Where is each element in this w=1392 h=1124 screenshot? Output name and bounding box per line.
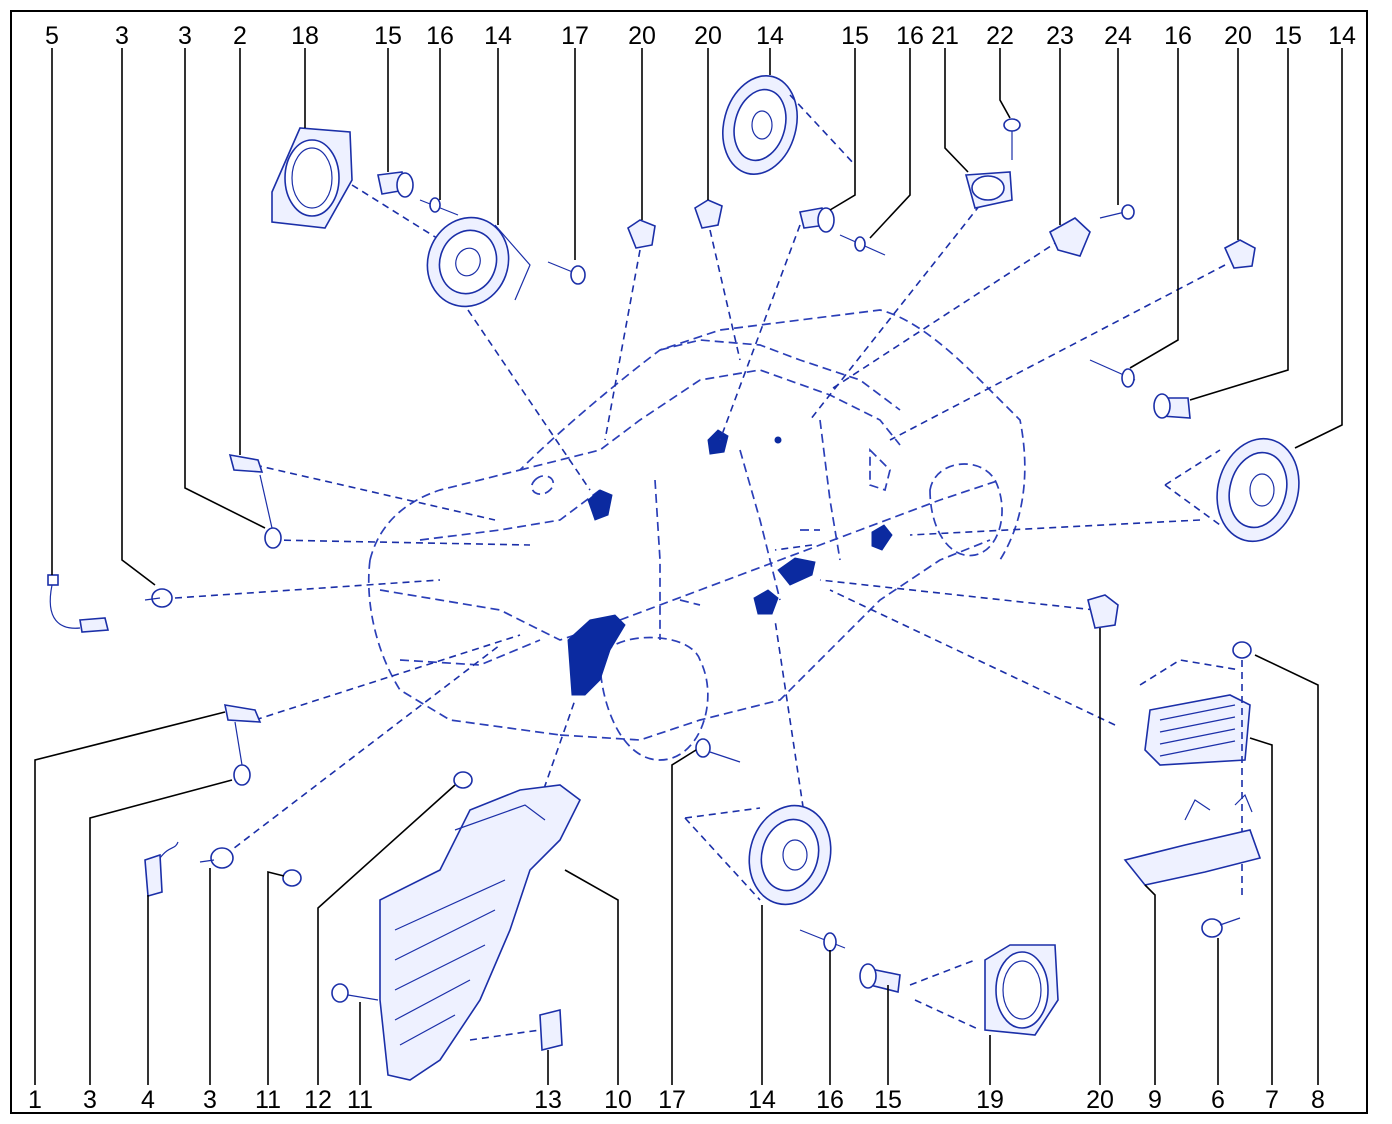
speaker-14-bottom [684, 804, 832, 906]
car-outline [367, 309, 1026, 761]
callout-number: 15 [374, 22, 402, 50]
diagram-frame [10, 10, 1368, 1114]
bracket-plate-9 [1123, 793, 1262, 886]
callout-number: 6 [1211, 1086, 1225, 1114]
assembly-leaders [174, 204, 1226, 856]
callout-number: 22 [986, 22, 1014, 50]
callout-number: 16 [816, 1086, 844, 1114]
clip-13 [469, 1008, 563, 1052]
callout-number: 18 [291, 22, 319, 50]
callout-leaders [34, 48, 1343, 1085]
speaker-adapter-ring-18 [271, 127, 441, 241]
callout-number: 15 [1274, 22, 1302, 50]
callout-number: 16 [1164, 22, 1192, 50]
callout-number: 11 [347, 1086, 373, 1114]
callout-number: 15 [841, 22, 869, 50]
nut-8 [1232, 641, 1252, 900]
connector-20-a [627, 219, 656, 249]
pin-16-right [1089, 359, 1136, 388]
bolt-6 [1201, 917, 1241, 938]
callout-number: 9 [1148, 1086, 1162, 1114]
connector-20-d [1087, 594, 1119, 629]
nut-12 [453, 771, 473, 789]
connector-20-b [694, 199, 723, 229]
callout-number: 21 [931, 22, 959, 50]
callout-number: 14 [748, 1086, 776, 1114]
sensor-23 [1048, 217, 1091, 257]
callout-number: 3 [115, 22, 129, 50]
installed-bracket [567, 614, 626, 696]
pin-16-top-left [419, 197, 459, 216]
callout-number: 1 [28, 1086, 42, 1114]
speaker-adapter-ring-19 [909, 944, 1059, 1036]
mounting-bracket-10 [379, 784, 582, 1081]
callout-number: 7 [1265, 1086, 1279, 1114]
bolt-11-b [331, 983, 379, 1003]
callout-number: 3 [83, 1086, 97, 1114]
grommet-15-bottom [859, 963, 901, 993]
callout-number: 24 [1104, 22, 1132, 50]
nut-11-a [282, 869, 302, 887]
sensor-4 [144, 841, 179, 898]
callout-number: 15 [874, 1086, 902, 1114]
callout-number: 11 [255, 1086, 281, 1114]
bracket-2 [228, 453, 264, 473]
installed-speaker-rear [871, 524, 893, 551]
callout-number: 20 [628, 22, 656, 50]
installed-tweeter-door [753, 589, 779, 615]
callout-number: 20 [1086, 1086, 1114, 1114]
bracket-1 [223, 704, 262, 723]
callout-number: 8 [1311, 1086, 1325, 1114]
pin-16-bottom [799, 929, 846, 952]
grommet-15-top-left [377, 171, 414, 198]
screw-3-c [233, 721, 251, 786]
callout-number: 23 [1046, 22, 1074, 50]
callout-number: 20 [1224, 22, 1252, 50]
callout-number: 14 [484, 22, 512, 50]
callout-number: 16 [896, 22, 924, 50]
pin-16-top-middle [839, 234, 886, 256]
callout-number: 17 [658, 1086, 686, 1114]
grommet-15-top-middle [799, 207, 835, 233]
callout-number: 12 [304, 1086, 332, 1114]
connector-20-c [1223, 239, 1256, 269]
screw-17-bottom [695, 738, 741, 763]
speaker-14-right [1164, 437, 1300, 543]
installed-parts [567, 429, 893, 696]
callout-number: 16 [426, 22, 454, 50]
callouts-top: 5 3 3 2 18 15 16 14 17 20 20 14 15 16 21… [45, 22, 1356, 50]
installed-mic [774, 436, 782, 444]
callout-number: 2 [233, 22, 247, 50]
sensor-cable-5 [47, 574, 110, 633]
callout-number: 20 [694, 22, 722, 50]
callout-number: 3 [178, 22, 192, 50]
installed-speaker-dash [707, 429, 729, 455]
screw-22 [1003, 118, 1021, 160]
screw-3-a [259, 474, 282, 549]
installed-amp-mount [777, 557, 816, 586]
callout-number: 5 [45, 22, 59, 50]
callout-number: 19 [976, 1086, 1004, 1114]
amplifier-module-7 [1139, 659, 1251, 766]
grommet-15-right [1153, 393, 1191, 419]
callout-number: 14 [1328, 22, 1356, 50]
speaker-14-top-middle [722, 75, 856, 175]
screw-3-d [199, 847, 234, 869]
callouts-bottom: 1 3 4 3 11 12 11 13 10 17 14 16 15 19 20… [28, 1086, 1325, 1114]
callout-number: 13 [534, 1086, 562, 1114]
speaker-14-top-left [426, 216, 531, 308]
screw-17-top [547, 261, 586, 285]
callout-number: 3 [203, 1086, 217, 1114]
callout-number: 17 [561, 22, 589, 50]
screw-24 [1099, 204, 1135, 220]
installed-speaker-front [587, 489, 613, 521]
callout-number: 14 [756, 22, 784, 50]
callout-number: 4 [141, 1086, 155, 1114]
tweeter-21 [964, 171, 1013, 209]
callout-number: 10 [604, 1086, 632, 1114]
screw-3-b [144, 588, 173, 608]
